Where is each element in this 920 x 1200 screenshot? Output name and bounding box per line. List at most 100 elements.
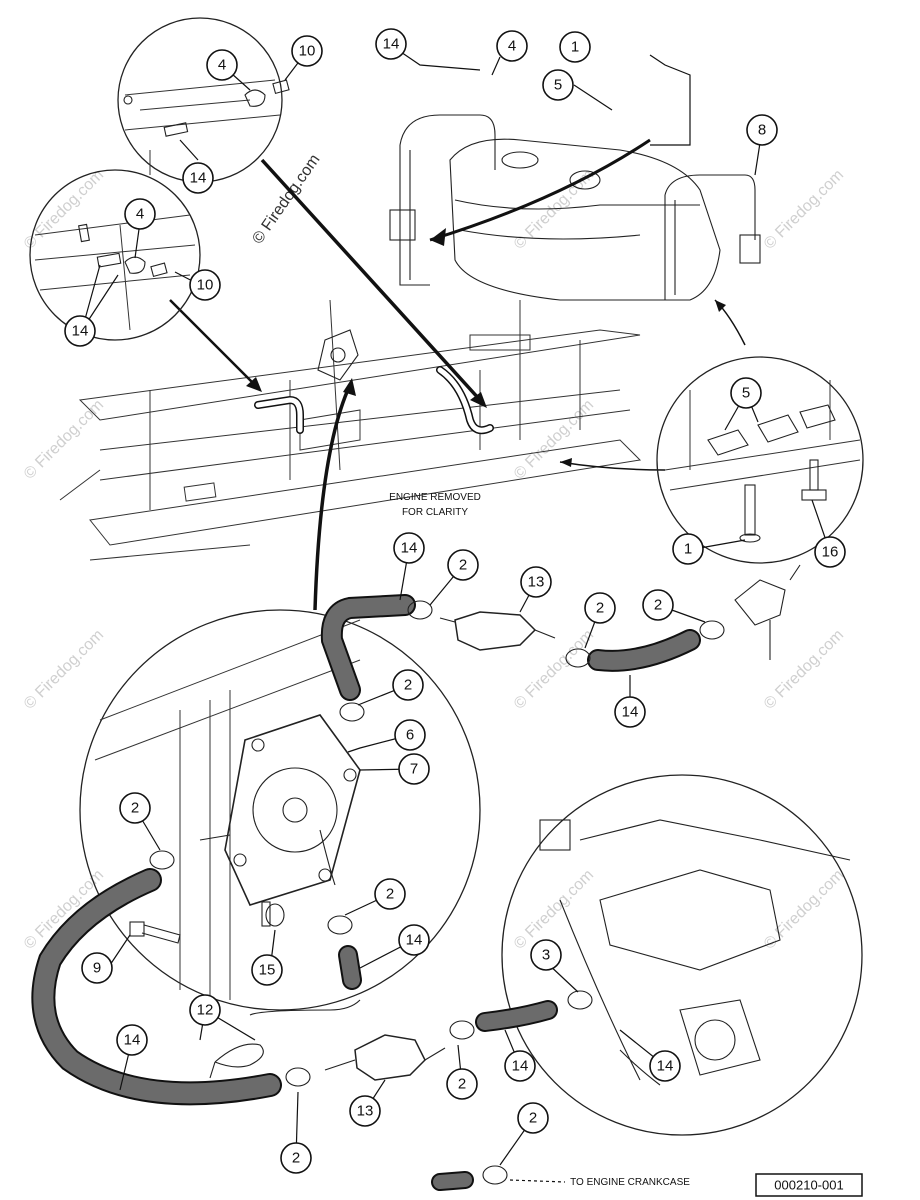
watermark-main: © Firedog.com — [249, 151, 323, 247]
svg-text:9: 9 — [93, 960, 101, 977]
callout-4: 4 — [124, 198, 156, 230]
svg-text:3: 3 — [542, 947, 550, 964]
assembly-arrows — [169, 138, 746, 611]
callout-2: 2 — [374, 878, 406, 910]
callout-2: 2 — [446, 1068, 478, 1100]
callout-2: 2 — [280, 1142, 312, 1174]
svg-text:14: 14 — [72, 323, 89, 340]
hose-clamps — [149, 600, 725, 1185]
svg-text:5: 5 — [554, 77, 562, 94]
svg-text:15: 15 — [259, 962, 276, 979]
svg-text:2: 2 — [386, 886, 394, 903]
watermark: © Firedog.com — [21, 626, 107, 712]
callout-5: 5 — [542, 69, 574, 101]
svg-text:2: 2 — [529, 1110, 537, 1127]
svg-text:14: 14 — [622, 704, 639, 721]
svg-text:7: 7 — [410, 761, 418, 778]
callout-2: 2 — [447, 549, 479, 581]
callout-15: 15 — [251, 954, 283, 986]
callout-14: 14 — [64, 315, 96, 347]
svg-text:1: 1 — [684, 541, 692, 558]
callout-1: 1 — [672, 533, 704, 565]
mounting-bolt — [129, 921, 181, 944]
svg-text:4: 4 — [508, 38, 516, 55]
svg-text:5: 5 — [742, 385, 750, 402]
callout-13: 13 — [349, 1095, 381, 1127]
fuel-sender — [569, 170, 601, 190]
callout-3: 3 — [530, 939, 562, 971]
svg-text:1: 1 — [571, 39, 579, 56]
callout-14: 14 — [182, 162, 214, 194]
callout-13: 13 — [520, 566, 552, 598]
callout-2: 2 — [642, 589, 674, 621]
svg-text:14: 14 — [383, 36, 400, 53]
watermark: © Firedog.com — [21, 396, 107, 482]
callout-14: 14 — [116, 1024, 148, 1056]
svg-text:2: 2 — [596, 600, 604, 617]
detail-circle-hose-clamp-top — [117, 17, 290, 183]
callout-12: 12 — [189, 994, 221, 1026]
watermark: © Firedog.com — [511, 626, 597, 712]
figure-number: 000210-001 — [774, 1178, 843, 1193]
watermark: © Firedog.com — [511, 396, 597, 482]
svg-text:2: 2 — [404, 677, 412, 694]
svg-text:13: 13 — [357, 1103, 374, 1120]
svg-text:4: 4 — [136, 206, 144, 223]
svg-text:16: 16 — [822, 544, 839, 561]
callout-16: 16 — [814, 536, 846, 568]
callout-10: 10 — [291, 35, 323, 67]
fuel-tank-assembly — [389, 114, 761, 301]
callout-14: 14 — [393, 532, 425, 564]
callout-14: 14 — [398, 924, 430, 956]
svg-text:14: 14 — [406, 932, 423, 949]
callout-8: 8 — [746, 114, 778, 146]
callout-14: 14 — [614, 696, 646, 728]
lock-nut — [261, 901, 285, 927]
callout-labels: 1 5 4 14 8 4 10 14 4 10 14 5 1 16 14 2 1… — [64, 28, 846, 1174]
svg-text:2: 2 — [654, 597, 662, 614]
callout-1: 1 — [559, 31, 591, 63]
svg-text:8: 8 — [758, 122, 766, 139]
callout-7: 7 — [398, 753, 430, 785]
watermark: © Firedog.com — [511, 866, 597, 952]
svg-text:14: 14 — [401, 540, 418, 557]
engine-removed-note-line1: ENGINE REMOVED — [389, 492, 481, 503]
engine-removed-note-line2: FOR CLARITY — [402, 507, 468, 518]
callout-4: 4 — [206, 49, 238, 81]
callout-5: 5 — [730, 377, 762, 409]
svg-text:6: 6 — [406, 727, 414, 744]
watermark: © Firedog.com — [21, 166, 107, 252]
fuel-line-fitting — [734, 564, 801, 660]
leader-lines — [81, 47, 831, 1166]
watermark: © Firedog.com — [761, 166, 847, 252]
callout-9: 9 — [81, 952, 113, 984]
svg-text:14: 14 — [124, 1032, 141, 1049]
callout-14: 14 — [375, 28, 407, 60]
svg-text:2: 2 — [459, 557, 467, 574]
svg-text:14: 14 — [190, 170, 207, 187]
detail-circle-fuel-pump — [79, 609, 481, 1011]
frame-fuel-pump — [317, 329, 359, 381]
vacuum-fuel-pump — [199, 714, 361, 906]
svg-text:2: 2 — [131, 800, 139, 817]
fuel-filter-upper — [439, 611, 556, 651]
cable-tie — [209, 1043, 264, 1079]
callout-2: 2 — [119, 792, 151, 824]
svg-text:14: 14 — [657, 1058, 674, 1075]
detail-circle-hose-clamp-left — [29, 169, 201, 341]
to-engine-crankcase-note: TO ENGINE CRANKCASE — [570, 1177, 690, 1188]
tank-cap — [501, 151, 539, 169]
callout-14: 14 — [649, 1050, 681, 1082]
svg-text:4: 4 — [218, 57, 226, 74]
svg-text:10: 10 — [197, 277, 214, 294]
callout-10: 10 — [189, 269, 221, 301]
detail-circle-tank-mount — [656, 356, 864, 564]
svg-text:2: 2 — [458, 1076, 466, 1093]
fuel-filter-lower — [324, 1034, 446, 1081]
callout-6: 6 — [394, 719, 426, 751]
callout-2: 2 — [584, 592, 616, 624]
callout-2: 2 — [517, 1102, 549, 1134]
svg-text:13: 13 — [528, 574, 545, 591]
svg-text:2: 2 — [292, 1150, 300, 1167]
svg-text:14: 14 — [512, 1058, 529, 1075]
